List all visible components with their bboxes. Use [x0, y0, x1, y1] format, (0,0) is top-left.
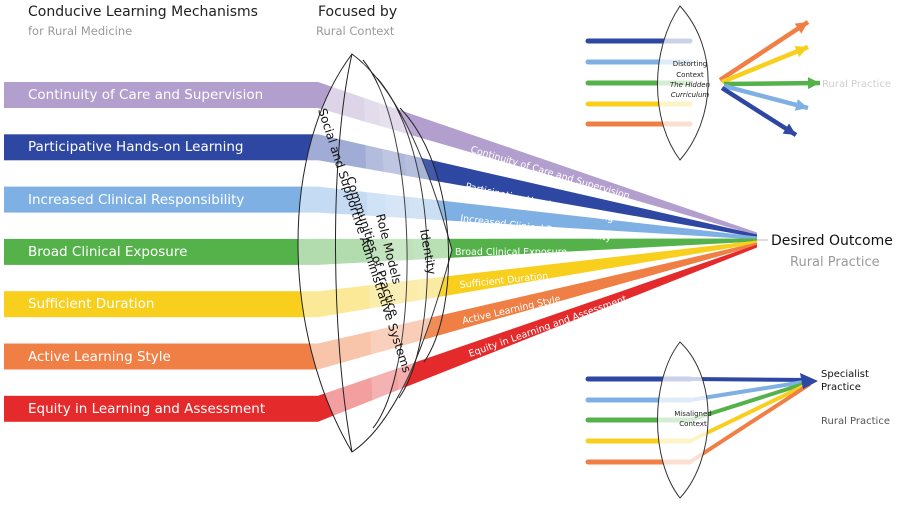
band-3: [4, 238, 318, 265]
band-1: [4, 134, 318, 161]
misaligned-beam-1: [689, 379, 811, 402]
lens-layer-2: [376, 77, 428, 399]
mechanism-label-3: Broad Clinical Exposure: [28, 243, 188, 260]
mechanism-label-1: Participative Hands-on Learning: [28, 139, 244, 156]
distort-arrowhead-2: [807, 77, 820, 90]
band-2: [4, 186, 318, 213]
distort-arrowhead-1: [794, 45, 808, 58]
misaligned-lens-text-0: Misaligned: [674, 410, 711, 418]
outcome-subtitle: Rural Practice: [790, 255, 880, 270]
left-subtitle: for Rural Medicine: [28, 24, 133, 38]
misaligned-lens-text-1: Context: [679, 420, 707, 428]
distort-lens-text-2: The Hidden: [670, 81, 710, 89]
lens-edge-left: [335, 53, 353, 453]
band-5: [4, 343, 318, 370]
distort-arrow-2: [723, 80, 821, 87]
distort-arrowhead-3: [794, 99, 808, 111]
outcome-title: Desired Outcome: [771, 233, 893, 249]
distort-arrow-4: [720, 86, 798, 137]
misaligned-beam-4: [688, 382, 812, 464]
bands: [4, 82, 318, 422]
distort-target: Rural Practice: [822, 79, 891, 90]
beam-6: [318, 244, 757, 422]
distort-arrow-3: [723, 83, 809, 111]
beam-5: [318, 242, 757, 370]
misaligned-target-1a: Specialist: [821, 369, 869, 380]
mechanism-label-2: Increased Clinical Responsibility: [28, 191, 245, 208]
beam-0: [318, 82, 757, 236]
mid-subtitle: Rural Context: [316, 24, 395, 38]
lens-layer-1: [362, 59, 408, 429]
misaligned-lens: [657, 341, 709, 499]
distort-lens-text-0: Distorting: [673, 60, 707, 68]
distort-lens-text-1: Context: [676, 71, 704, 79]
distort-lens: [657, 5, 709, 161]
band-4: [4, 291, 318, 318]
misaligned-beam-3: [689, 381, 811, 443]
distort-arrowhead-0: [794, 22, 808, 34]
mechanism-label-4: Sufficient Duration: [28, 296, 155, 313]
lens-layer-3: [399, 107, 450, 363]
band-0: [4, 82, 318, 108]
mechanism-label-6: Equity in Learning and Assessment: [28, 400, 266, 417]
misaligned-beam-0: [689, 377, 811, 382]
band-6: [4, 395, 318, 422]
misaligned-target-1b: Practice: [821, 382, 861, 393]
distort-lens-text-3: Curriculum: [671, 91, 710, 99]
distort-arrow-1: [721, 44, 809, 85]
beam-label-3: Broad Clinical Exposure: [455, 247, 567, 258]
misaligned-arrowhead: [800, 373, 818, 389]
mechanism-label-5: Active Learning Style: [28, 348, 171, 365]
left-title: Conducive Learning Mechanisms: [28, 4, 258, 20]
mechanism-label-0: Continuity of Care and Supervision: [28, 87, 264, 103]
distort-arrowhead-4: [782, 123, 796, 135]
misaligned-beam-2: [689, 380, 811, 422]
mid-title: Focused by: [318, 4, 398, 20]
misaligned-target-2: Rural Practice: [821, 416, 890, 427]
beam-1: [318, 134, 757, 238]
distort-arrow-0: [718, 20, 810, 82]
focus-lens: Social and Supportive Administrative Sys…: [297, 53, 453, 453]
